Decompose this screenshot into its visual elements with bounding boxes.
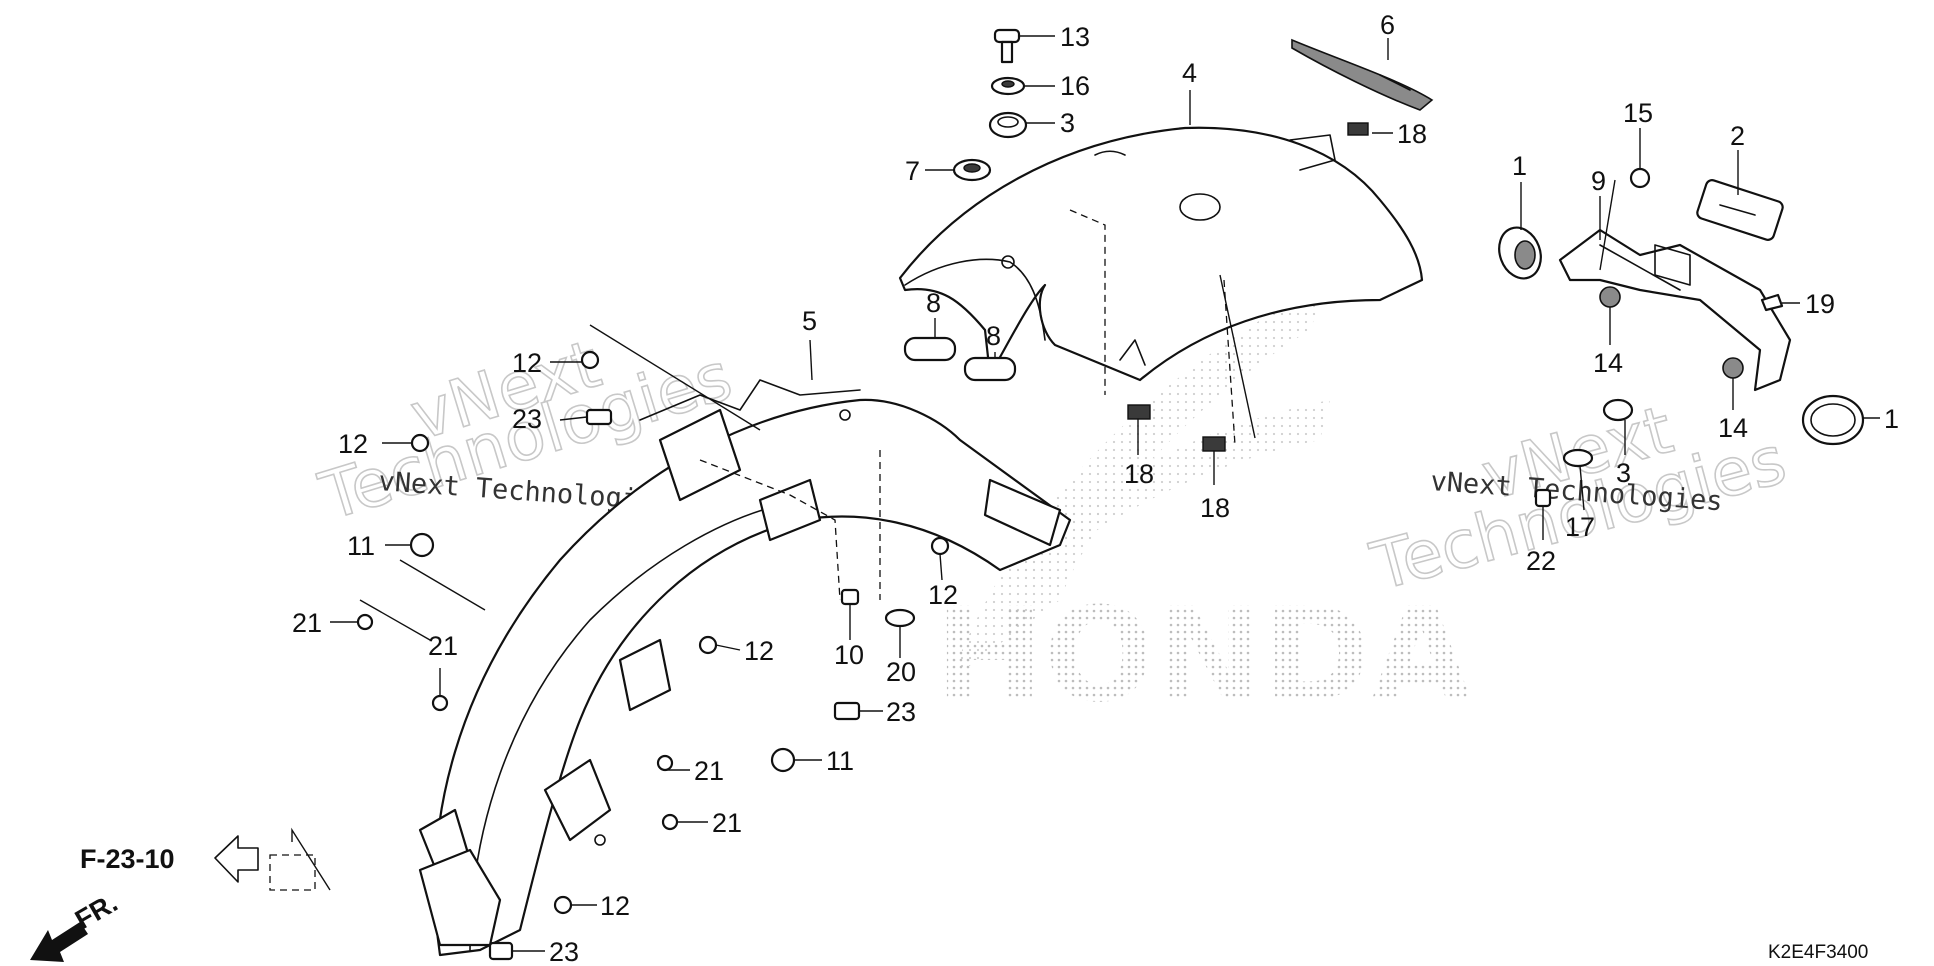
- callout-5: 5: [802, 306, 817, 336]
- callout-21-c: 21: [694, 756, 724, 786]
- brand-text: HONDA: [935, 579, 1472, 731]
- reference-label: F-23-10: [80, 844, 175, 874]
- callout-23-c: 23: [549, 937, 579, 966]
- callout-21-a: 21: [292, 608, 322, 638]
- callout-4: 4: [1182, 58, 1197, 88]
- callout-23-a: 23: [512, 404, 542, 434]
- brand-watermark: HONDA: [935, 280, 1472, 731]
- callout-12-c: 12: [928, 580, 958, 610]
- callout-8-right: 8: [986, 321, 1001, 351]
- callout-6: 6: [1380, 10, 1395, 40]
- callout-11-b: 11: [826, 746, 854, 776]
- callout-21-b: 21: [428, 631, 458, 661]
- callout-21-d: 21: [712, 808, 742, 838]
- part-1-reflector-left: [1498, 226, 1542, 280]
- callout-19: 19: [1805, 289, 1835, 319]
- callout-14-right: 14: [1718, 413, 1748, 443]
- callout-14-left: 14: [1593, 348, 1623, 378]
- callout-9: 9: [1591, 166, 1606, 196]
- callout-20: 20: [886, 657, 916, 687]
- part-9-license-bracket: [1558, 228, 1792, 392]
- part-4-rear-fender: [898, 126, 1424, 382]
- guide-dashes: [269, 209, 1236, 891]
- part-1-reflector-right: [1801, 394, 1865, 446]
- callout-3-top: 3: [1060, 108, 1075, 138]
- callout-12-a: 12: [512, 348, 542, 378]
- callout-1-right: 1: [1884, 404, 1899, 434]
- callout-2: 2: [1730, 121, 1745, 151]
- wing-mark-lower: [1000, 400, 1330, 580]
- callout-12-e: 12: [600, 891, 630, 921]
- callout-18-mid: 18: [1124, 459, 1154, 489]
- callout-11-a: 11: [347, 531, 375, 561]
- part-6-trim-piece: [1291, 38, 1434, 111]
- callout-13: 13: [1060, 22, 1090, 52]
- callout-8-left: 8: [926, 288, 941, 318]
- hardware-items: [356, 28, 1784, 961]
- callout-12-d: 12: [744, 636, 774, 666]
- callout-labels: 13 16 3 7 4 6 18 5 8 8 1 15 2 9 1 14 14 …: [292, 10, 1899, 966]
- callout-15: 15: [1623, 98, 1653, 128]
- front-arrow-icon: [30, 922, 88, 962]
- callout-17: 17: [1565, 512, 1595, 542]
- wing-mark: [950, 280, 1330, 680]
- callout-12-b: 12: [338, 429, 368, 459]
- part-2-plate: [1696, 179, 1784, 241]
- part-5-inner-fender: [418, 379, 1072, 957]
- callout-23-b: 23: [886, 697, 916, 727]
- callout-7: 7: [905, 156, 920, 186]
- leader-lines: [330, 35, 1880, 952]
- callout-18-right: 18: [1200, 493, 1230, 523]
- callout-1-top: 1: [1512, 151, 1527, 181]
- callout-3-right: 3: [1616, 458, 1631, 488]
- diagram-code: K2E4F3400: [1768, 942, 1868, 963]
- front-marker: FR.: [30, 887, 123, 962]
- callout-10: 10: [834, 640, 864, 670]
- reference-arrow: F-23-10: [80, 827, 331, 891]
- callout-22: 22: [1526, 546, 1556, 576]
- callout-18-top: 18: [1397, 119, 1427, 149]
- callout-16: 16: [1060, 71, 1090, 101]
